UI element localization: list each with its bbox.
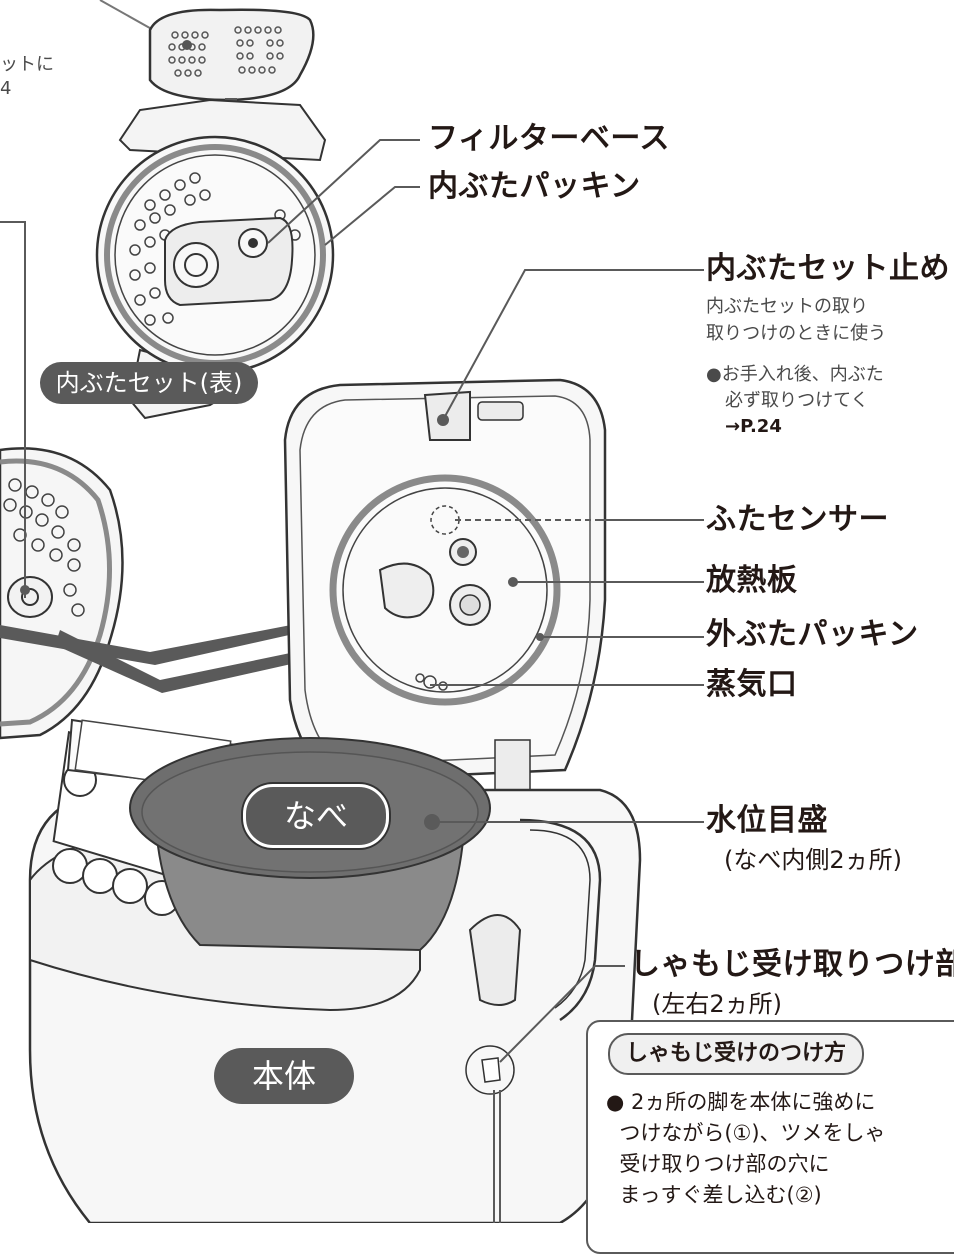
label-steam-vent: 蒸気口 — [706, 667, 798, 702]
leader-line-left — [0, 221, 26, 598]
filter-part — [148, 8, 315, 102]
leader-lines — [267, 139, 704, 1223]
instruction-line-3: 受け取りつけ部の穴に — [606, 1152, 830, 1176]
instruction-box-text: ● 2ヵ所の脚を本体に強めに つけながら(①)、ツメをしゃ 受け取りつけ部の穴に… — [606, 1087, 886, 1211]
label-heat-plate: 放熱板 — [706, 563, 798, 598]
label-filter-base: フィルターベース — [428, 121, 670, 156]
instruction-box-title: しゃもじ受けのつけ方 — [608, 1033, 865, 1075]
instruction-line-2: つけながら(①)、ツメをしゃ — [606, 1121, 886, 1145]
label-paddle-holder-mount: しゃもじ受け取りつけ部 — [630, 947, 954, 982]
stopper-note-1: 内ぶたセットの取り — [706, 296, 868, 317]
cooker-lid — [283, 378, 607, 791]
label-outer-lid-packing: 外ぶたパッキン — [706, 617, 919, 652]
stopper-ref: →P.24 — [725, 416, 782, 437]
pill-body: 本体 — [214, 1048, 354, 1104]
water-scale-note: (なべ内側2ヵ所) — [724, 846, 902, 874]
label-water-scale: 水位目盛 — [706, 803, 828, 838]
top-left-note-1: ットに — [0, 54, 54, 75]
instruction-line-1: ● 2ヵ所の脚を本体に強めに — [606, 1090, 876, 1114]
label-inner-lid-packing: 内ぶたパッキン — [428, 169, 641, 204]
pill-pot: なべ — [243, 784, 389, 848]
inner-lid-set — [95, 98, 335, 420]
paddle-holder-note: (左右2ヵ所) — [652, 990, 782, 1018]
instruction-line-4: まっすぐ差し込む(②) — [606, 1183, 822, 1207]
label-lid-sensor: ふたセンサー — [706, 502, 889, 537]
inner-lid-back-partial — [0, 447, 124, 740]
pill-inner-lid-set-front: 内ぶたセット(表) — [40, 362, 258, 404]
stopper-bullet-1: ●お手入れ後、内ぶた — [706, 364, 884, 385]
attach-arrows — [0, 591, 472, 693]
stopper-note-2: 取りつけのときに使う — [706, 323, 887, 344]
stopper-bullet-2: 必ず取りつけてく — [725, 390, 869, 411]
rice-cooker-illustration — [0, 0, 704, 1223]
top-left-note-2: 4 — [0, 78, 12, 99]
label-inner-lid-stopper: 内ぶたセット止め — [706, 251, 950, 286]
